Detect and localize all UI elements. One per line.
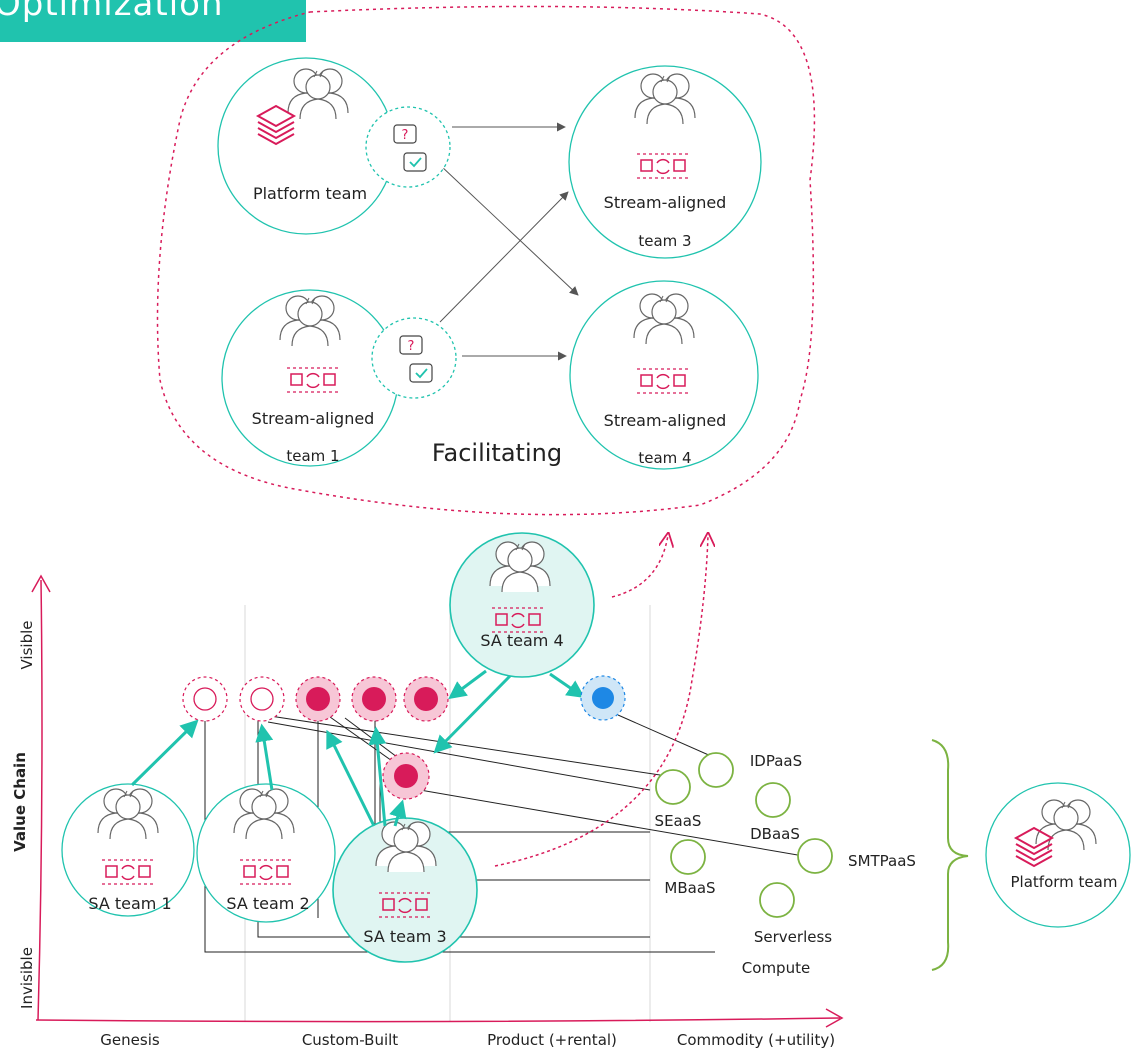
team-3-label-line2: team 3 <box>638 232 691 250</box>
interaction-mode-label: Facilitating <box>432 439 562 467</box>
stream-aligned-team-3: Stream-aligned team 3 <box>568 65 762 259</box>
sa-team-3: SA team 3 <box>332 817 478 963</box>
stream-aligned-team-4: Stream-aligned team 4 <box>569 280 759 470</box>
x-stage-custom-built: Custom-Built <box>302 1031 398 1049</box>
title-banner: Optimization <box>0 0 306 42</box>
facilitating-bubble-2 <box>371 317 457 399</box>
arrow-t1-to-t3 <box>439 191 569 323</box>
stream-aligned-team-1: Stream-aligned team 1 <box>221 289 399 467</box>
team-4-label-line1: Stream-aligned <box>604 411 727 430</box>
team-1-label-line2: team 1 <box>286 447 339 465</box>
y-axis-bottom-label: Invisible <box>18 947 36 1009</box>
sa-team-3-label: SA team 3 <box>363 927 446 946</box>
team-4-label-line2: team 4 <box>638 449 691 467</box>
service-mbaas: MBaaS <box>664 879 715 897</box>
y-axis-top-label: Visible <box>18 621 36 670</box>
platform-services <box>655 752 833 918</box>
capability-nodes <box>182 675 626 800</box>
service-serverless-line2: Compute <box>742 959 810 977</box>
x-stage-genesis: Genesis <box>100 1031 160 1049</box>
facilitating-bubble-1 <box>365 106 451 188</box>
y-axis <box>37 579 43 1021</box>
platform-team-top-label: Platform team <box>253 184 367 203</box>
sa-team-2-label: SA team 2 <box>226 894 309 913</box>
platform-team-right-label: Platform team <box>1011 873 1118 891</box>
sa-team-4-label: SA team 4 <box>480 631 563 650</box>
service-idpaas: IDPaaS <box>750 752 802 770</box>
connector-sa3-to-cloud <box>494 535 708 867</box>
x-stage-commodity: Commodity (+utility) <box>677 1031 835 1049</box>
team-1-label-line1: Stream-aligned <box>252 409 375 428</box>
team-3-label-line1: Stream-aligned <box>604 193 727 212</box>
sa-team-1: SA team 1 <box>61 783 195 917</box>
x-axis <box>35 1017 841 1023</box>
sa-team-2: SA team 2 <box>196 783 336 923</box>
sa-team-1-label: SA team 1 <box>88 894 171 913</box>
service-serverless-line1: Serverless <box>754 928 832 946</box>
y-axis-title: Value Chain <box>11 752 29 852</box>
x-stage-product: Product (+rental) <box>487 1031 617 1049</box>
platform-team-top: Platform team <box>217 57 395 235</box>
page-title: Optimization <box>0 0 224 24</box>
service-seaas: SEaaS <box>655 812 702 830</box>
platform-brace <box>931 739 969 971</box>
sa-team-4: SA team 4 <box>449 532 595 678</box>
service-dbaas: DBaaS <box>750 825 800 843</box>
facilitating-boundary <box>156 5 816 516</box>
service-smtpaas: SMTPaaS <box>848 852 916 870</box>
arrow-platform-to-t4 <box>439 164 579 296</box>
x-axis-arrowhead <box>825 1008 844 1028</box>
connector-sa4-to-cloud <box>611 535 668 598</box>
team-arrows <box>130 669 585 827</box>
platform-team-right: Platform team <box>985 782 1131 928</box>
y-axis-arrowhead <box>31 574 51 593</box>
